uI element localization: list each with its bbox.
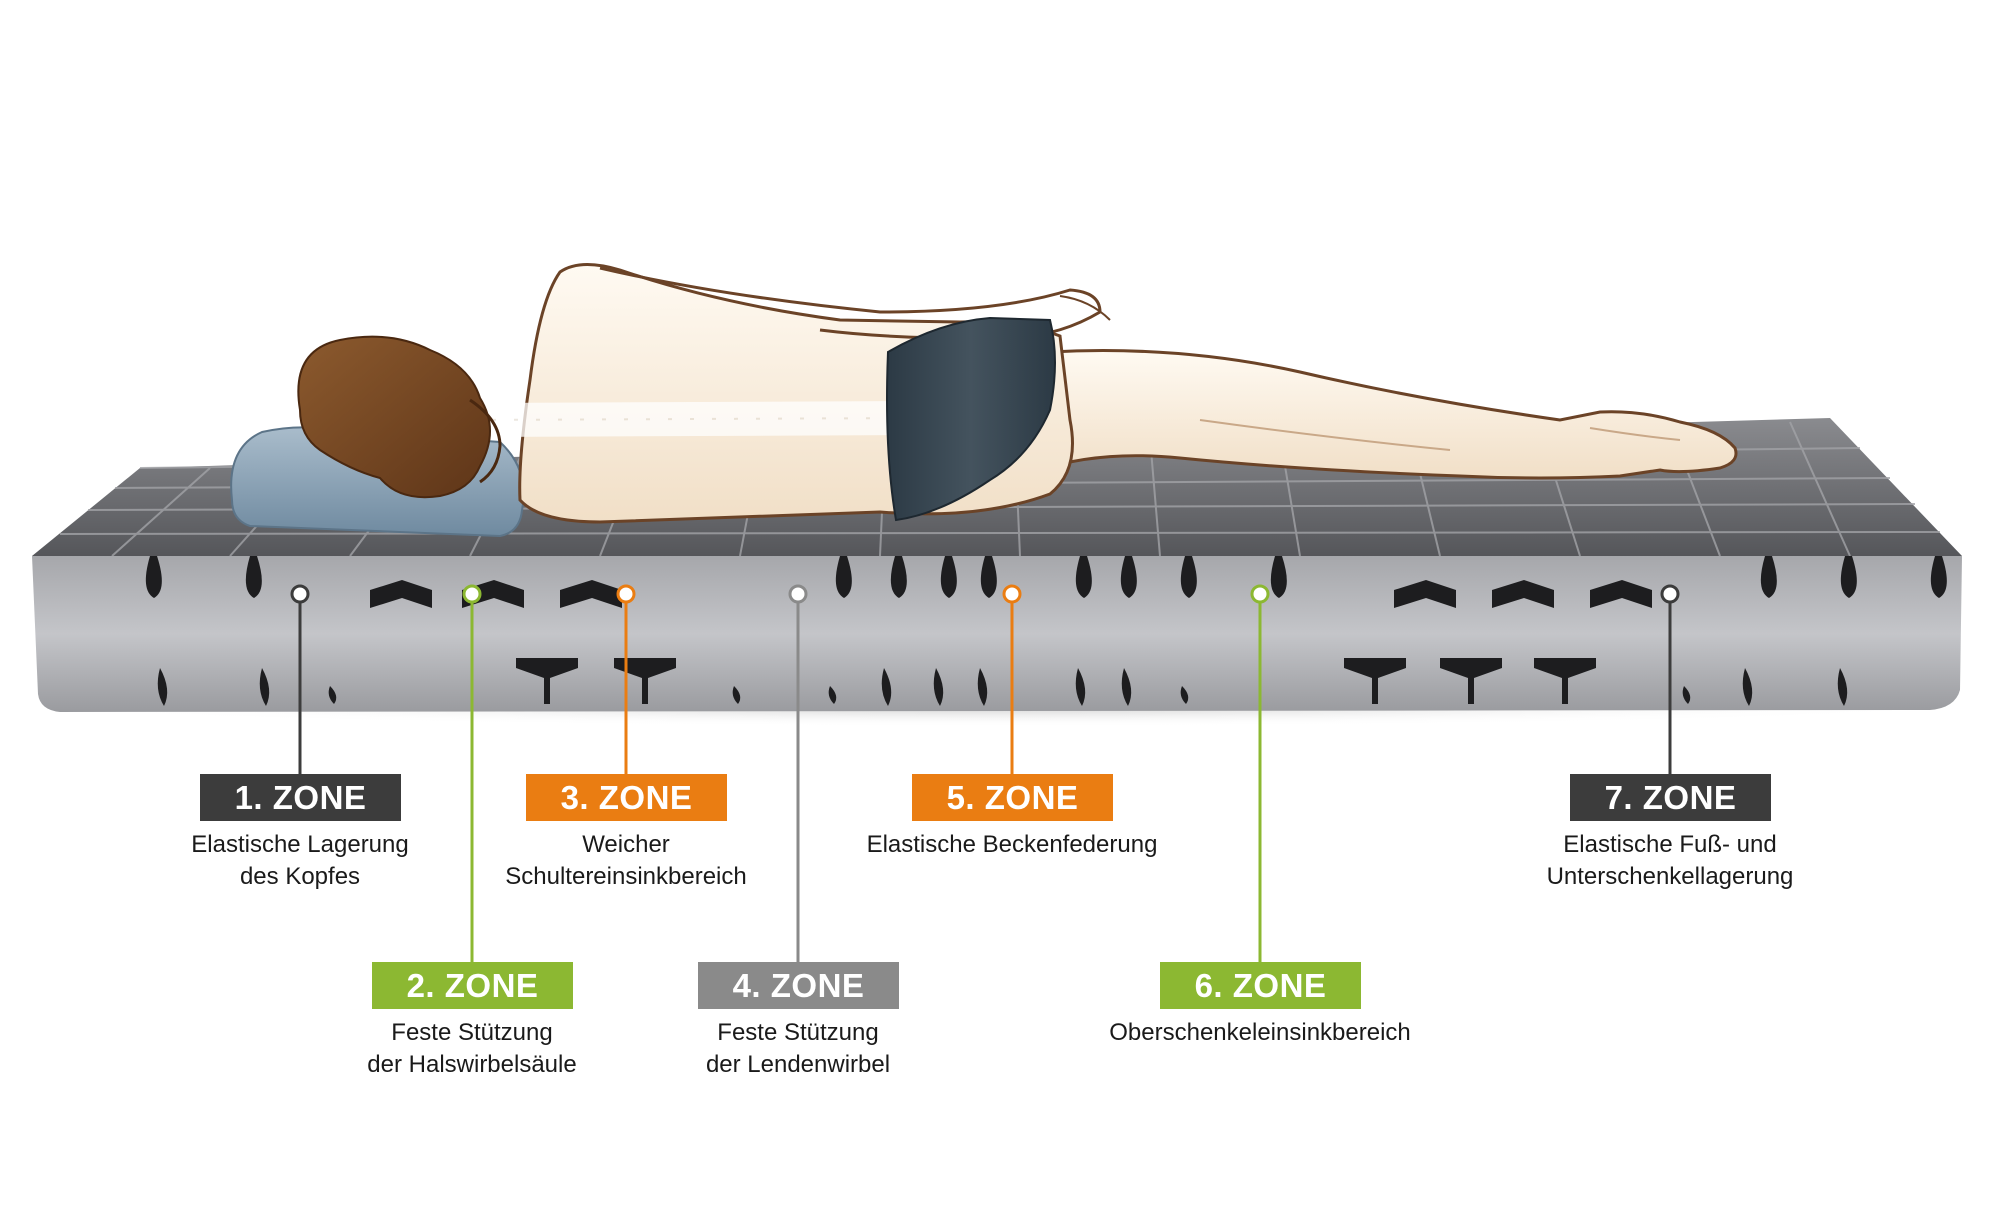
dot-zone-5 [1002, 584, 1022, 604]
zone-7-desc-line-2: Unterschenkellagerung [1546, 863, 1794, 890]
zone-4-desc-line-1: Feste Stützung [717, 1019, 879, 1046]
zone-4-description: Feste Stützung der Lendenwirbel [578, 1017, 1018, 1081]
dot-zone-1 [290, 584, 310, 604]
dot-zone-3 [616, 584, 636, 604]
zone-7-description: Elastische Fuß- und Unterschenkellagerun… [1450, 829, 1890, 893]
zone-5-desc-line-1: Elastische Beckenfederung [866, 831, 1158, 858]
dot-zone-2 [462, 584, 482, 604]
zone-connectors [290, 584, 1680, 968]
zone-1-desc-line-2: des Kopfes [239, 863, 361, 890]
zone-7-label: 7. ZONE [1570, 774, 1771, 821]
zone-7-desc-line-1: Elastische Fuß- und [1563, 831, 1777, 858]
zone-3-label: 3. ZONE [526, 774, 727, 821]
zone-2-desc-line-2: der Halswirbelsäule [367, 1051, 577, 1078]
spine-xray [453, 401, 937, 437]
mattress-side [32, 556, 1962, 712]
dot-zone-6 [1250, 584, 1270, 604]
hair [297, 335, 491, 499]
zone-6-desc-line-1: Oberschenkeleinsinkbereich [1109, 1019, 1411, 1046]
zone-6-description: Oberschenkeleinsinkbereich [1040, 1017, 1480, 1049]
side-sleeping-woman [297, 262, 1738, 524]
zone-4-label: 4. ZONE [698, 962, 899, 1009]
dot-zone-7 [1660, 584, 1680, 604]
zone-1-label: 1. ZONE [200, 774, 401, 821]
dot-zone-4 [788, 584, 808, 604]
briefs [886, 316, 1056, 522]
zone-4-desc-line-2: der Lendenwirbel [705, 1051, 891, 1078]
zone-3-desc-line-1: Weicher [582, 831, 670, 858]
zone-2-label: 2. ZONE [372, 962, 573, 1009]
mattress-slits [145, 556, 1947, 706]
zone-6-label: 6. ZONE [1160, 962, 1361, 1009]
zone-2-desc-line-1: Feste Stützung [391, 1019, 553, 1046]
zone-2-description: Feste Stützung der Halswirbelsäule [252, 1017, 692, 1081]
zone-5-description: Elastische Beckenfederung [792, 829, 1232, 861]
zone-5-label: 5. ZONE [912, 774, 1113, 821]
mattress-y-cuts [370, 580, 1652, 704]
zone-1-description: Elastische Lagerung des Kopfes [80, 829, 520, 893]
zone-3-desc-line-2: Schultereinsinkbereich [505, 863, 747, 890]
zone-3-description: Weicher Schultereinsinkbereich [406, 829, 846, 893]
zone-1-desc-line-1: Elastische Lagerung [191, 831, 409, 858]
